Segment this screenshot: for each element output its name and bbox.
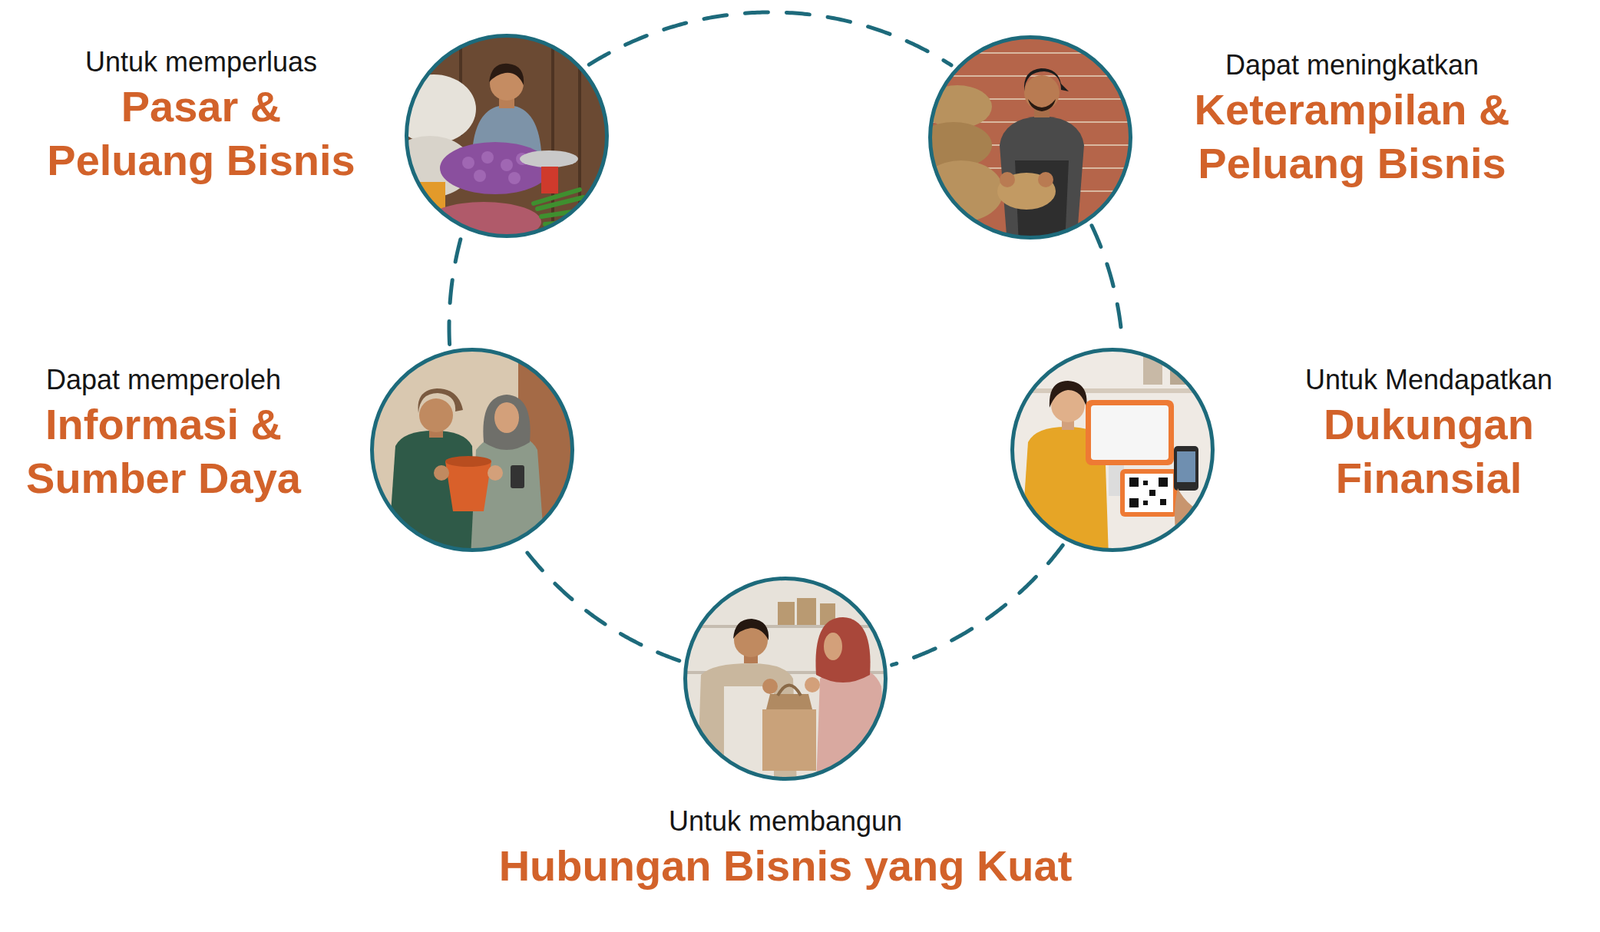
photo-circle: Dapat memperolehInformasi & Sumber Daya (370, 347, 575, 553)
two-people-photo (364, 342, 580, 558)
market-vendor-photo (387, 28, 615, 244)
shop-photo (677, 571, 893, 787)
heading-text: Informasi & Sumber Daya (17, 397, 311, 506)
heading-text: Dukungan Finansial (1299, 397, 1558, 506)
photo-circle: Dapat meningkatkanKeterampilan & Peluang… (928, 35, 1133, 240)
dashed-connector (521, 545, 680, 662)
lead-text: Dapat meningkatkan (1180, 48, 1524, 82)
heading-text: Pasar & Peluang Bisnis (39, 79, 363, 188)
label-group: Untuk memperluasPasar & Peluang Bisnis (39, 45, 363, 188)
photo-circle: Untuk MendapatkanDukungan Finansial (1010, 347, 1215, 553)
label-group: Untuk membangunHubungan Bisnis yang Kuat (499, 804, 1073, 893)
label-group: Untuk MendapatkanDukungan Finansial (1299, 363, 1558, 506)
dashed-connector (449, 233, 463, 345)
dashed-connector (1091, 225, 1123, 344)
label-group: Dapat memperolehInformasi & Sumber Daya (17, 363, 311, 506)
photo-circle: Untuk memperluasPasar & Peluang Bisnis (404, 33, 609, 239)
label-group: Dapat meningkatkanKeterampilan & Peluang… (1180, 48, 1524, 191)
heading-text: Hubungan Bisnis yang Kuat (499, 839, 1073, 893)
lead-text: Untuk memperluas (39, 45, 363, 79)
dashed-connector (892, 545, 1064, 665)
lead-text: Untuk Mendapatkan (1299, 363, 1558, 397)
photo-circle: Untuk membangunHubungan Bisnis yang Kuat (683, 576, 888, 781)
heading-text: Keterampilan & Peluang Bisnis (1180, 82, 1524, 191)
dashed-connector (588, 12, 952, 66)
lead-text: Untuk membangun (499, 804, 1073, 838)
payment-photo (1004, 342, 1220, 558)
lead-text: Dapat memperoleh (17, 363, 311, 397)
